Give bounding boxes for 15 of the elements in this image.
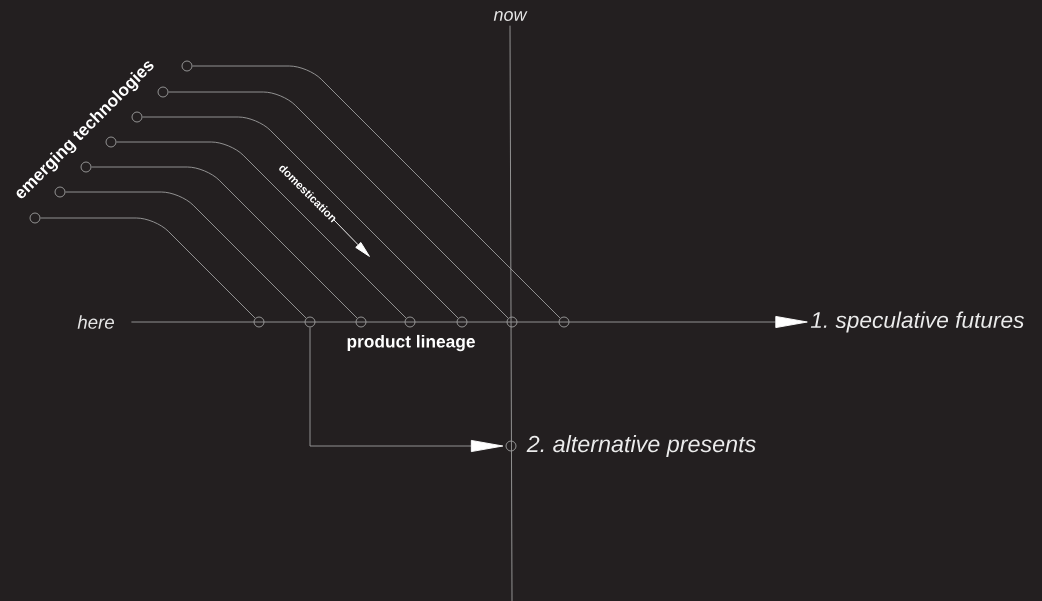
arrow	[309, 327, 504, 453]
axis-label: here	[77, 315, 114, 329]
connector-line	[116, 141, 407, 319]
outcome-label: 1. speculative futures	[810, 311, 1024, 333]
axis-line	[509, 25, 513, 601]
connector-line	[142, 116, 459, 319]
outcome-label: 2. alternative presents	[526, 435, 756, 457]
axis-label: now	[493, 11, 528, 21]
connector-line	[40, 217, 256, 319]
connector-line	[168, 91, 509, 319]
arrow	[130, 315, 808, 329]
axis-caption: product lineage	[347, 334, 475, 352]
connector-line	[91, 166, 358, 319]
connector-line	[65, 191, 307, 319]
connector-line	[192, 65, 561, 319]
